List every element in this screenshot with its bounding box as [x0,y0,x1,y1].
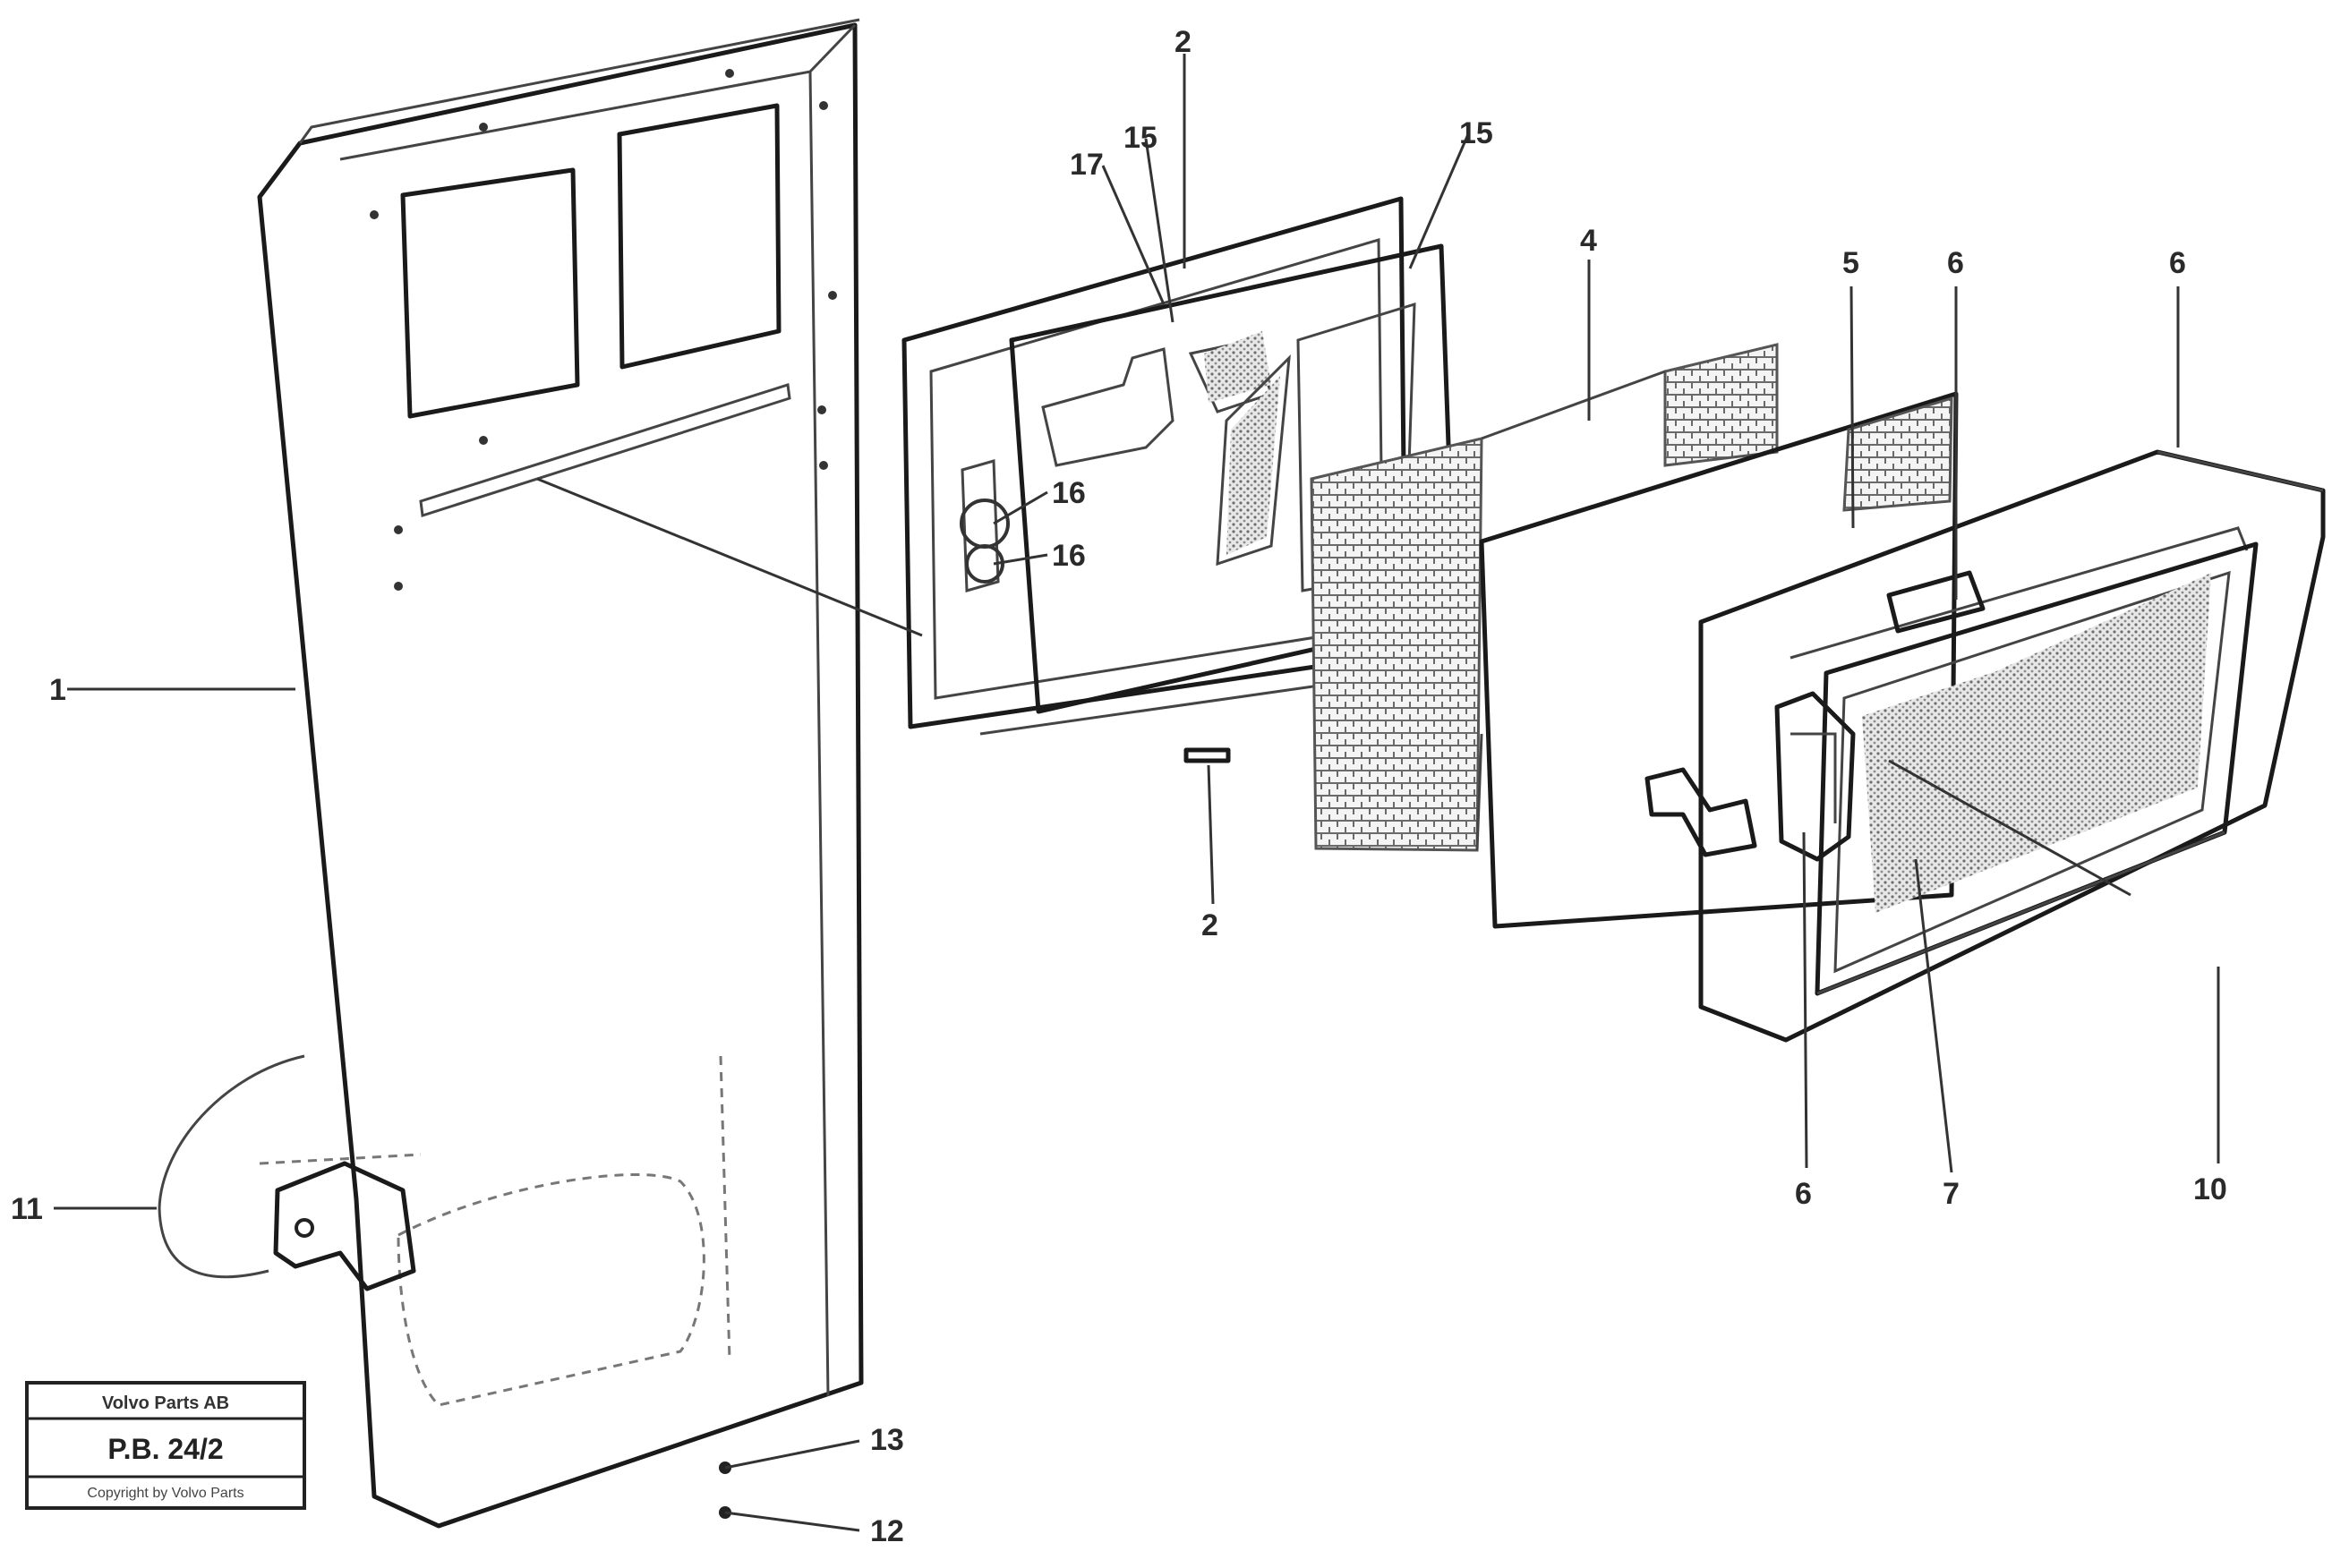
panel-window-right [617,103,782,370]
callout-1: 1 [49,673,66,707]
stamp-company: Volvo Parts AB [102,1393,229,1413]
panel-rivets [370,69,837,591]
callout-labels: 1 2 15 17 15 16 16 2 4 5 6 6 6 7 10 11 1… [11,25,2227,1548]
frame-housing-part-2 [901,196,1457,736]
leader-lines [54,54,2220,1532]
screw-part-2 [1183,747,1231,763]
callout-11: 11 [11,1192,43,1226]
callout-15-a: 15 [1123,121,1157,155]
callout-16-b: 16 [1052,539,1086,573]
callout-17: 17 [1070,148,1104,182]
callout-10: 10 [2193,1172,2227,1206]
cover-plate-part-5 [1479,391,1959,929]
callout-15-b: 15 [1459,116,1493,150]
copyright-stamp: Volvo Parts AB P.B. 24/2 Copyright by Vo… [25,1381,306,1510]
callout-4: 4 [1580,224,1597,258]
handle-bracket-part-11 [158,1054,416,1291]
callout-5: 5 [1842,246,1859,280]
callout-7: 7 [1943,1177,1960,1211]
filter-mesh-part-4 [1310,343,1779,852]
side-panel-part-1 [158,18,864,1529]
callout-6-top-b: 6 [2169,246,2186,280]
stamp-reference: P.B. 24/2 [107,1433,223,1465]
panel-window-left [400,167,580,419]
callout-6-bottom: 6 [1795,1177,1812,1211]
callout-2-bottom: 2 [1201,908,1218,942]
callout-12: 12 [870,1514,904,1548]
callout-2-top: 2 [1175,25,1192,59]
callout-13: 13 [870,1423,904,1457]
panel-lower-cutout [259,1055,731,1407]
callout-16-a: 16 [1052,476,1086,510]
callout-6-top-a: 6 [1947,246,1964,280]
outer-housing-part-6 [1644,449,2326,1043]
stamp-copyright: Copyright by Volvo Parts [87,1486,243,1501]
